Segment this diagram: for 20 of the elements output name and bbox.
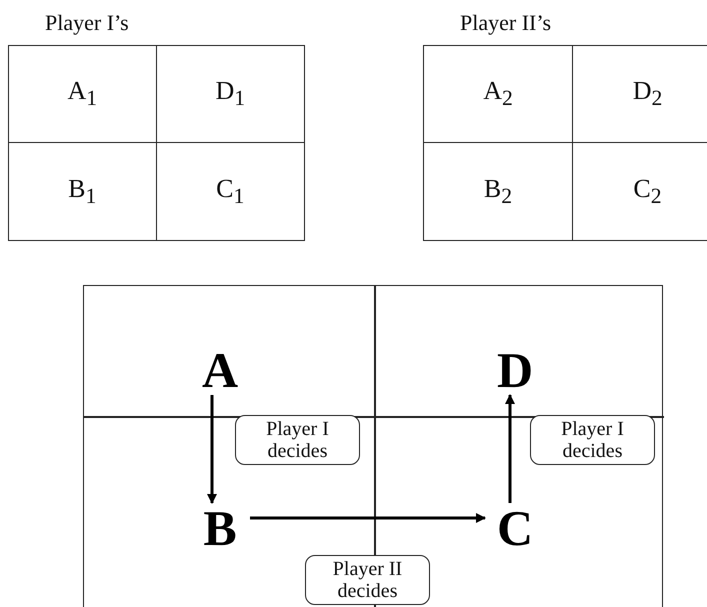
edge-label: Player I decides [530, 415, 655, 465]
outcome-letter: A [190, 345, 250, 395]
edge-label: Player I decides [235, 415, 360, 465]
table-title: Player II’s [460, 10, 552, 36]
table-cell: A$_{1}$ [9, 46, 156, 143]
table-title: Player I’s [45, 10, 129, 36]
arrow [505, 394, 515, 503]
edge-label: Player II decides [305, 555, 430, 605]
table-cell: A$_{2}$ [424, 46, 573, 143]
table-cell: D$_{2}$ [573, 46, 707, 143]
table-cell: D$_{1}$ [156, 46, 304, 143]
outcome-letter: B [190, 503, 250, 553]
arrow [207, 395, 217, 504]
table-cell: B$_{2}$ [424, 143, 573, 240]
outcome-letter: D [485, 345, 545, 395]
table-cell: B$_{1}$ [9, 143, 156, 240]
outcome-letter: C [485, 503, 545, 553]
table-cell-text: C$_{2}$ [632, 172, 663, 210]
table-cell-text: C$_{1}$ [215, 172, 246, 210]
arrow [250, 513, 486, 523]
